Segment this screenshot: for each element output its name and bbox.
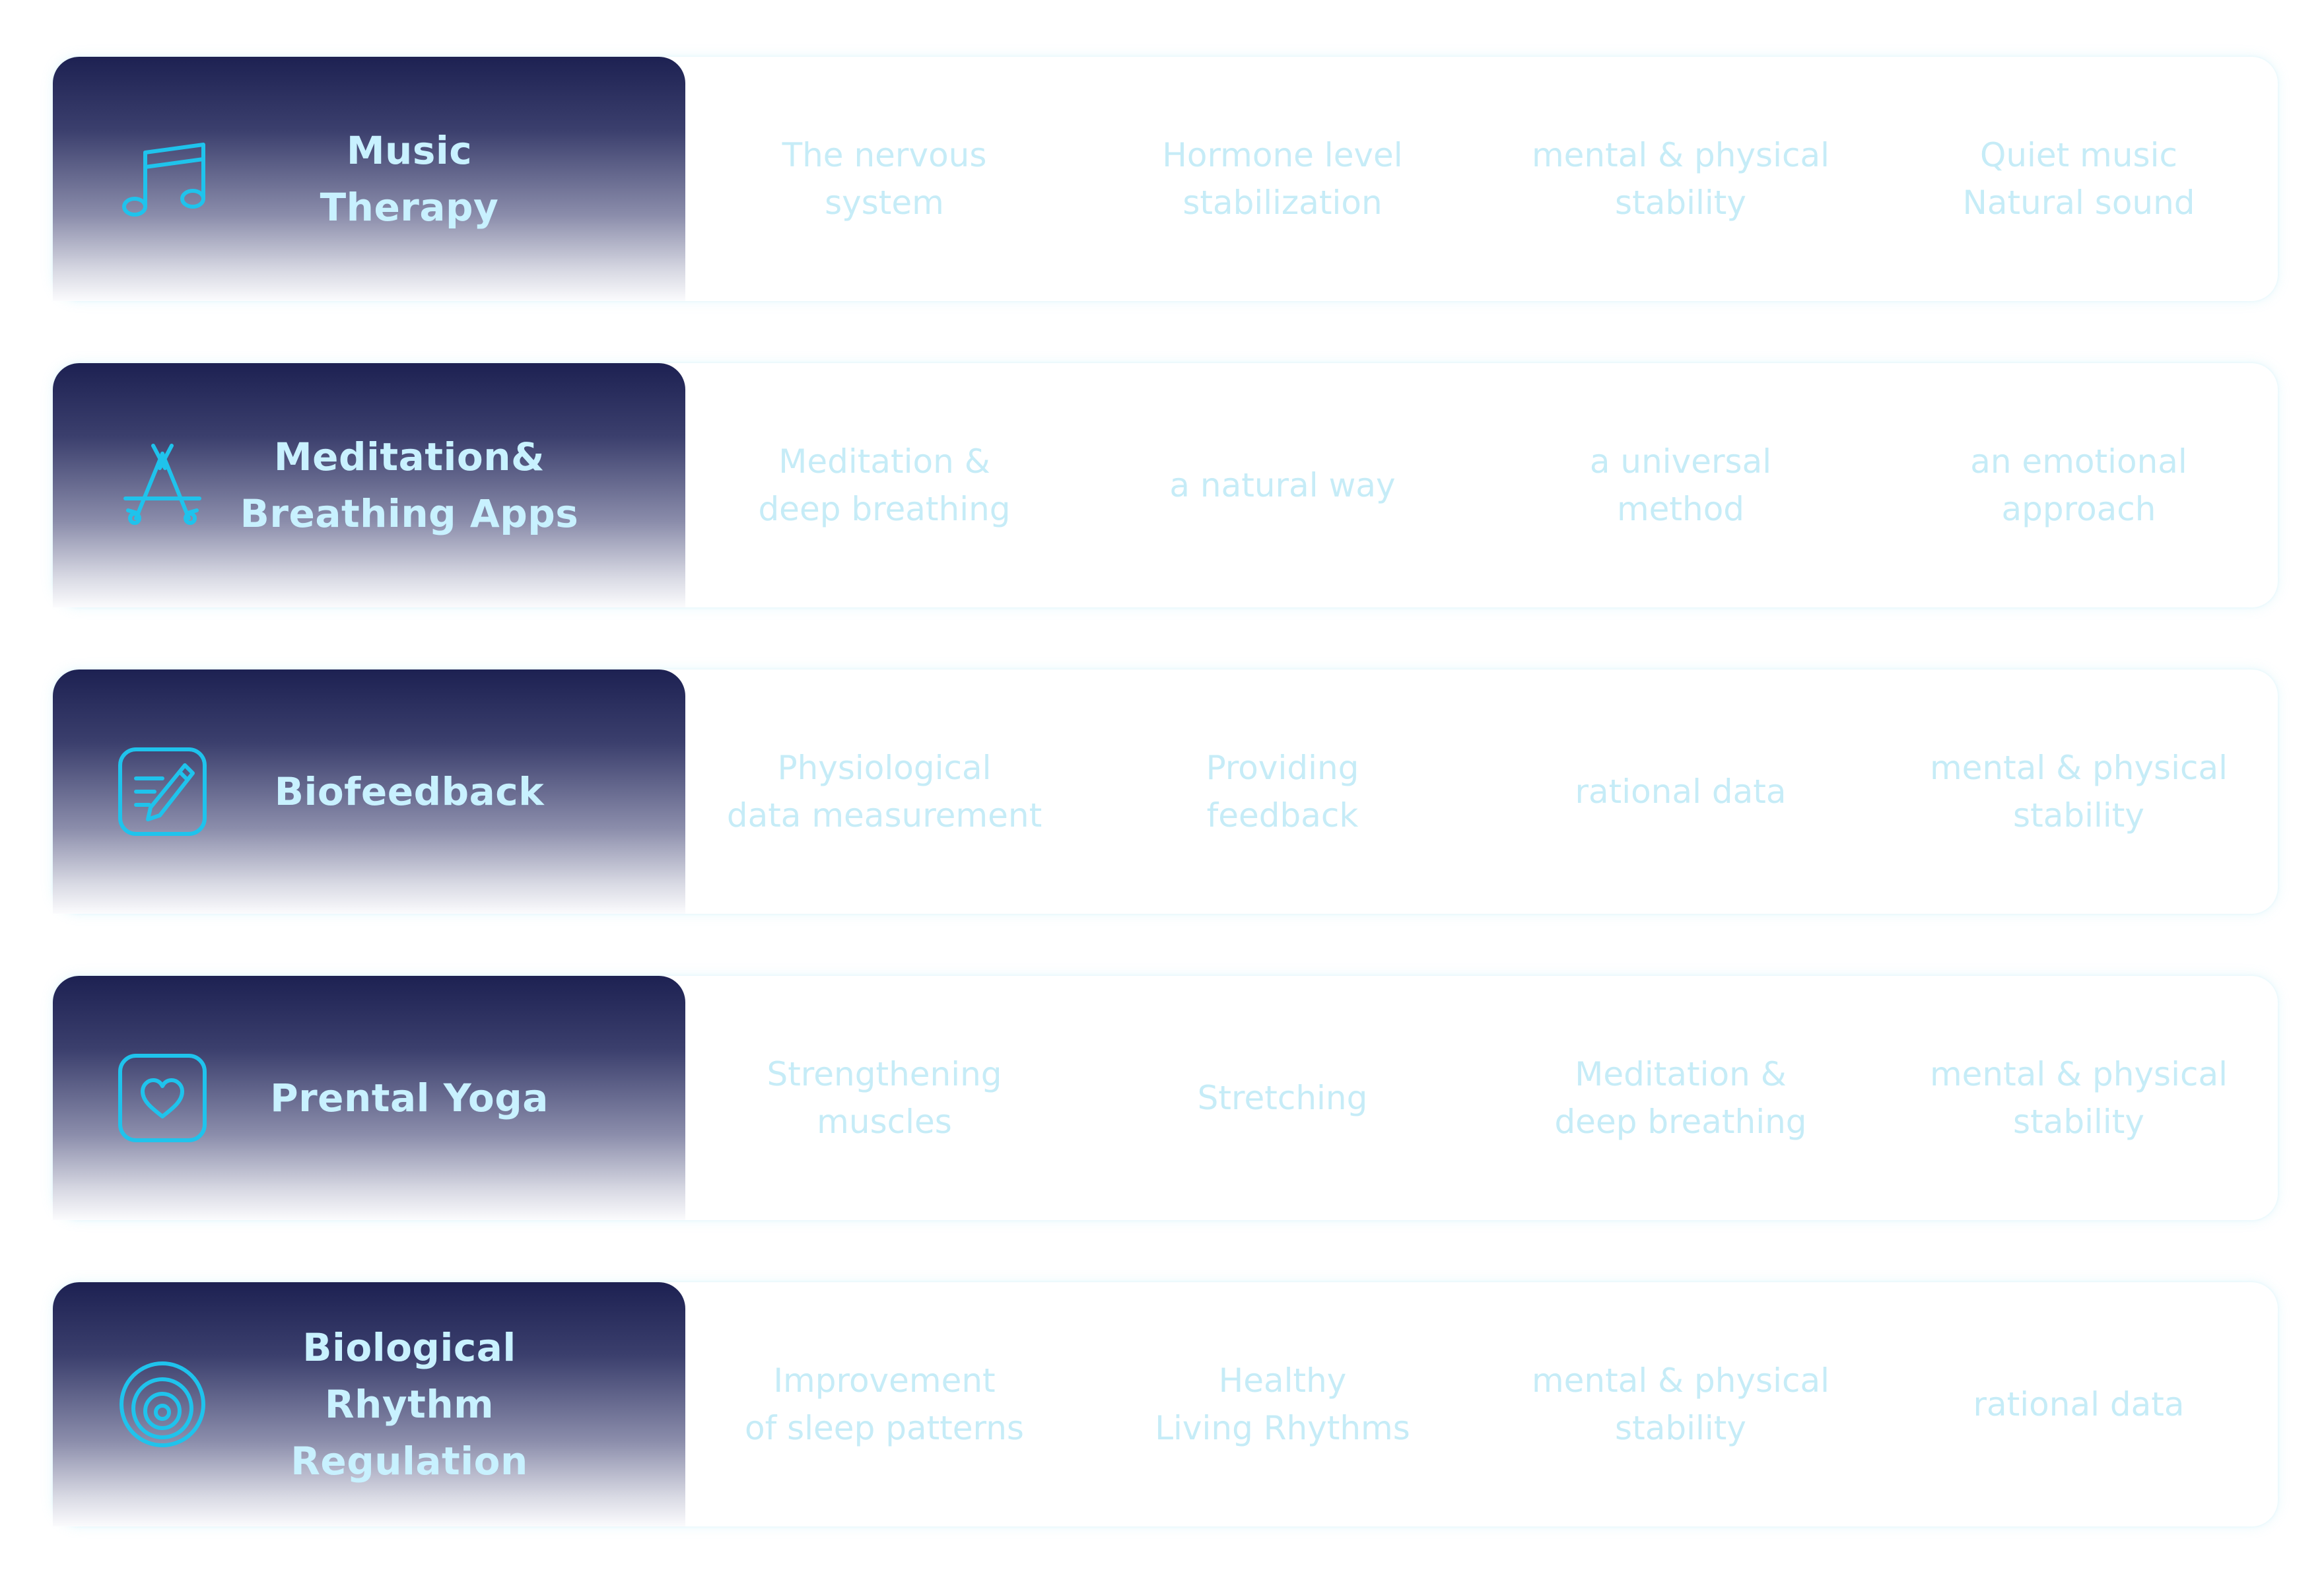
row-cells: Physiological data measurement Providing…	[685, 669, 2278, 914]
table-cell: Physiological data measurement	[726, 749, 1042, 835]
heart-square-icon	[116, 1052, 209, 1144]
row-label-card: Prental Yoga	[53, 976, 685, 1220]
table-cell: mental & physical stability	[1531, 136, 1830, 222]
table-cell: The nervous system	[782, 136, 987, 222]
table-cell: Quiet music Natural sound	[1962, 136, 2195, 222]
app-store-icon	[116, 439, 209, 532]
table-cell: Strengthening muscles	[767, 1055, 1002, 1141]
pencil-note-icon	[116, 745, 209, 838]
table-row-music-therapy: Music Therapy The nervous system Hormone…	[53, 57, 2278, 301]
table-cell: Meditation & deep breathing	[1554, 1055, 1807, 1141]
row-cells: Meditation & deep breathing a natural wa…	[685, 363, 2278, 607]
row-label-card: Meditation& Breathing Apps	[53, 363, 685, 607]
row-label-card: Biofeedback	[53, 669, 685, 914]
row-cells: Improvement of sleep patterns Healthy Li…	[685, 1282, 2278, 1527]
table-cell: Healthy Living Rhythms	[1155, 1361, 1410, 1447]
row-label: Biofeedback	[274, 769, 545, 814]
table-cell: a universal method	[1589, 442, 1772, 528]
table-row-meditation-apps: Meditation& Breathing Apps Meditation & …	[53, 363, 2278, 607]
row-label: Meditation& Breathing Apps	[240, 434, 579, 536]
row-label: Biological Rhythm Regulation	[290, 1325, 528, 1484]
table-cell: Stretching	[1197, 1079, 1368, 1117]
row-label-card: Biological Rhythm Regulation	[53, 1282, 685, 1527]
table-cell: an emotional approach	[1970, 442, 2187, 528]
table-cell: a natural way	[1169, 466, 1396, 504]
music-note-icon	[116, 133, 209, 225]
table-row-prental-yoga: Prental Yoga Strengthening muscles Stret…	[53, 976, 2278, 1220]
table-cell: mental & physical stability	[1929, 1055, 2228, 1141]
table-cell: Providing feedback	[1206, 749, 1359, 835]
concentric-rings-icon	[116, 1358, 209, 1451]
table-cell: mental & physical stability	[1929, 749, 2228, 835]
row-label-card: Music Therapy	[53, 57, 685, 301]
row-cells: The nervous system Hormone level stabili…	[685, 57, 2278, 301]
row-label: Music Therapy	[320, 128, 499, 230]
table-cell: Improvement of sleep patterns	[745, 1361, 1024, 1447]
table-row-biofeedback: Biofeedback Physiological data measureme…	[53, 669, 2278, 914]
table-row-biological-rhythm: Biological Rhythm Regulation Improvement…	[53, 1282, 2278, 1527]
table-cell: Meditation & deep breathing	[758, 442, 1011, 528]
table-cell: mental & physical stability	[1531, 1361, 1830, 1447]
table-cell: rational data	[1575, 772, 1787, 811]
table-cell: rational data	[1973, 1385, 2185, 1424]
table-cell: Hormone level stabilization	[1162, 136, 1403, 222]
row-label: Prental Yoga	[270, 1076, 549, 1120]
row-cells: Strengthening muscles Stretching Meditat…	[685, 976, 2278, 1220]
